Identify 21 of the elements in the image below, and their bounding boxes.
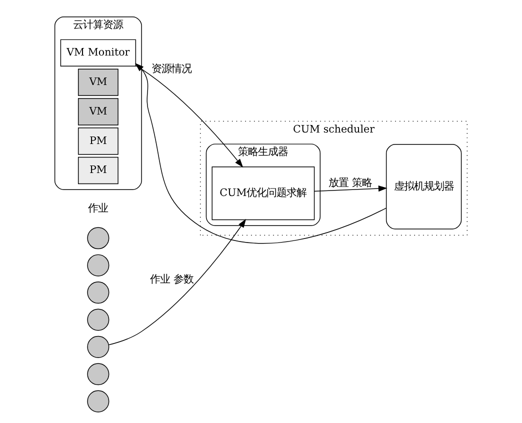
edge-label: 资源情况: [152, 63, 192, 76]
node-circle: [87, 254, 110, 276]
node-circle: [87, 282, 110, 304]
arrow: [108, 218, 246, 346]
arrow: [135, 65, 244, 168]
node-circle: [87, 390, 110, 412]
node-box: PM: [78, 156, 118, 184]
node-box: VM: [78, 98, 118, 126]
node-box: PM: [78, 128, 118, 155]
label: 作业: [88, 202, 108, 214]
edge-label: 放置 策略: [328, 177, 372, 190]
node-box: CUM优化问题求解: [212, 166, 315, 220]
node-box: VM: [78, 68, 118, 96]
edge-label: 作业 参数: [150, 273, 194, 286]
node-circle: [87, 363, 110, 386]
node-circle: [87, 308, 110, 331]
node-circle: [87, 227, 110, 250]
node-box: VM Monitor: [60, 39, 136, 67]
node-box: 虚拟机规划器: [386, 144, 462, 230]
node-circle: [87, 336, 110, 358]
arrow: [314, 185, 388, 192]
